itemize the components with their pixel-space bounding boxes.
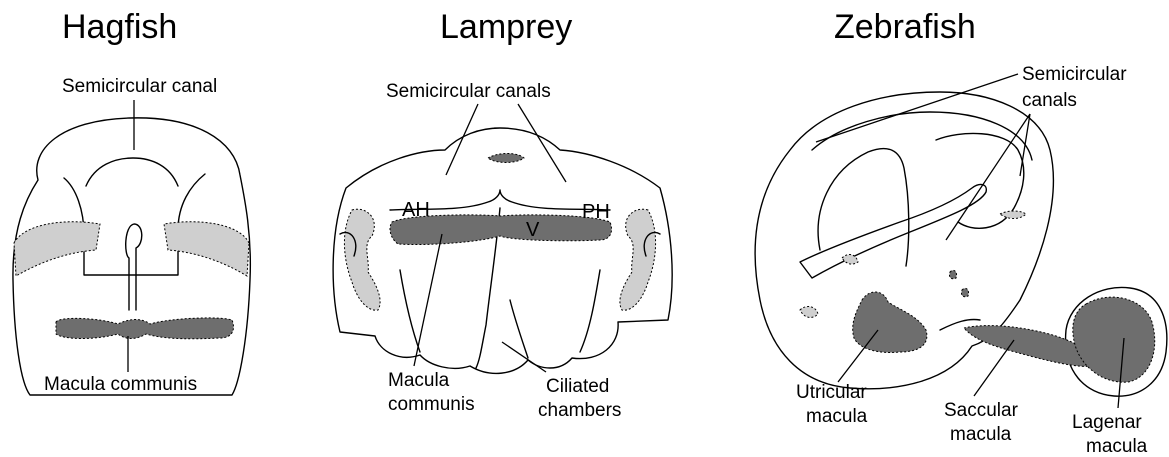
lamprey-label-chambers-1: Ciliated xyxy=(546,376,609,397)
zebrafish-title: Zebrafish xyxy=(834,8,976,46)
zebrafish-small-spot-1 xyxy=(949,270,956,278)
hagfish-label-semicircular-canal: Semicircular canal xyxy=(62,76,217,97)
zebrafish-label-utricular-2: macula xyxy=(806,406,868,427)
lamprey-panel: Lamprey Semicircular canals AH V PH Macu… xyxy=(333,8,672,421)
zebrafish-label-saccular-1: Saccular xyxy=(944,400,1019,421)
hagfish-title: Hagfish xyxy=(62,8,177,46)
zebrafish-label-lagenar-1: Lagenar xyxy=(1072,412,1142,433)
lamprey-label-ah: AH xyxy=(402,199,430,221)
lamprey-label-ph: PH xyxy=(582,201,610,223)
hagfish-label-macula-communis: Macula communis xyxy=(44,374,197,395)
zebrafish-label-lagenar-2: macula xyxy=(1086,436,1148,457)
hagfish-panel: Hagfish Semicircular canal Macula commun… xyxy=(13,8,250,395)
zebrafish-panel: Zebrafish Semicircular canals Utricular … xyxy=(755,8,1167,457)
lamprey-label-chambers-2: chambers xyxy=(538,400,621,421)
zebrafish-label-canals-2: canals xyxy=(1022,90,1077,111)
zebrafish-small-spot-2 xyxy=(961,288,968,296)
lamprey-label-macula-2: communis xyxy=(388,394,475,415)
lamprey-label-macula-1: Macula xyxy=(388,370,450,391)
lamprey-label-v: V xyxy=(526,219,540,241)
zebrafish-label-saccular-2: macula xyxy=(950,424,1012,445)
zebrafish-label-canals-1: Semicircular xyxy=(1022,64,1127,85)
zebrafish-label-utricular-1: Utricular xyxy=(796,382,867,403)
zebrafish-leader-saccular xyxy=(974,340,1014,396)
lamprey-labyrinth xyxy=(333,128,672,373)
lamprey-title: Lamprey xyxy=(440,8,572,46)
lamprey-label-semicircular-canals: Semicircular canals xyxy=(386,81,551,102)
